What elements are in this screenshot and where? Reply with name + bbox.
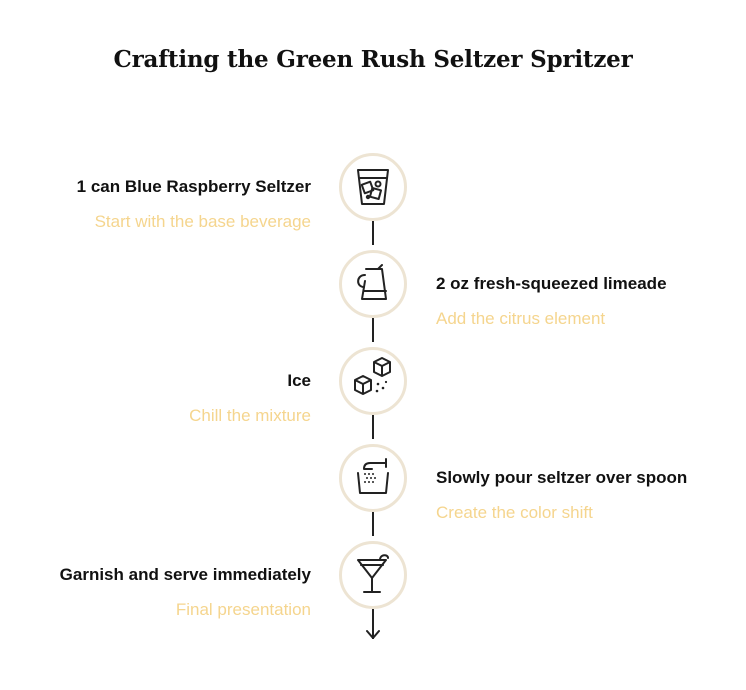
connector-line [372, 512, 374, 536]
page-title: Crafting the Green Rush Seltzer Spritzer [113, 46, 633, 73]
step-3-description: Chill the mixture [189, 406, 311, 425]
connector-line [372, 415, 374, 439]
pour-into-glass-icon [357, 458, 389, 494]
step-4-description: Create the color shift [436, 503, 593, 522]
connector-line [372, 609, 374, 639]
step-2-label: 2 oz fresh-squeezed limeade [436, 274, 667, 293]
step-5-label: Garnish and serve immediately [59, 565, 311, 584]
step-4-circle [339, 444, 407, 512]
step-3-circle [339, 347, 407, 415]
connector-line [372, 221, 374, 245]
glass-with-ice-icon [357, 169, 389, 205]
step-2-circle [339, 250, 407, 318]
step-1-label: 1 can Blue Raspberry Seltzer [76, 177, 311, 196]
arrow-down-icon [366, 630, 380, 639]
cocktail-glass-icon [357, 554, 389, 593]
step-4-label: Slowly pour seltzer over spoon [436, 468, 688, 487]
pitcher-icon [357, 264, 387, 300]
step-2-description: Add the citrus element [436, 309, 606, 328]
step-5-description: Final presentation [175, 600, 311, 619]
connector-line [372, 318, 374, 342]
step-5-circle [339, 541, 407, 609]
ice-cubes-icon [354, 357, 391, 395]
step-3-label: Ice [287, 371, 311, 390]
step-1-circle [339, 153, 407, 221]
step-1-description: Start with the base beverage [94, 212, 311, 231]
